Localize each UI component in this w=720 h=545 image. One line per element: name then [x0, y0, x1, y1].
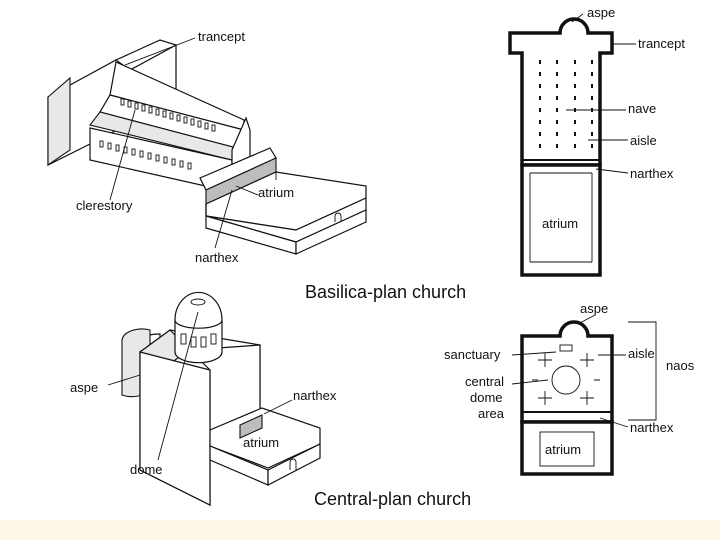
label-basilica-atrium: atrium [258, 185, 294, 200]
label-plan-trancept: trancept [638, 36, 685, 51]
aisle-windows [99, 140, 192, 170]
label-cplan-aspe: aspe [580, 301, 608, 316]
plan-central-atrium [520, 420, 614, 476]
clerestory-windows [120, 98, 216, 132]
label-basilica-narthex: narthex [195, 250, 239, 265]
label-central-narthex: narthex [293, 388, 337, 403]
label-cplan-sanctuary: sanctuary [444, 347, 501, 362]
central-floor-plan [511, 314, 657, 476]
footer-band [0, 520, 720, 540]
label-central-dome: dome [130, 462, 163, 477]
label-cplan-central: central [465, 374, 504, 389]
plan-atrium [520, 163, 602, 277]
plan-nave-transept [508, 17, 614, 167]
plan-piers [532, 353, 600, 405]
label-cplan-atrium: atrium [545, 442, 581, 457]
dome-shape [174, 291, 223, 329]
label-cplan-naos: naos [666, 358, 695, 373]
label-basilica-clerestory: clerestory [76, 198, 133, 213]
label-plan-nave: nave [628, 101, 656, 116]
naos-bracket [628, 321, 657, 421]
label-plan-aspe: aspe [587, 5, 615, 20]
basilica-isometric [47, 37, 367, 255]
label-central-atrium: atrium [243, 435, 279, 450]
plan-dome-circle [551, 365, 581, 395]
caption-central: Central-plan church [314, 489, 471, 509]
label-cplan-aisle: aisle [628, 346, 655, 361]
label-plan-atrium: atrium [542, 216, 578, 231]
caption-basilica: Basilica-plan church [305, 282, 466, 302]
basilica-floor-plan [508, 13, 636, 277]
label-plan-aisle: aisle [630, 133, 657, 148]
label-cplan-narthex: narthex [630, 420, 674, 435]
label-cplan-area: area [478, 406, 505, 421]
label-basilica-trancept: trancept [198, 29, 245, 44]
central-isometric [107, 291, 321, 506]
label-cplan-dome: dome [470, 390, 503, 405]
plan-columns [539, 60, 593, 148]
label-plan-narthex: narthex [630, 166, 674, 181]
plan-naos [520, 320, 614, 424]
label-central-aspe: aspe [70, 380, 98, 395]
